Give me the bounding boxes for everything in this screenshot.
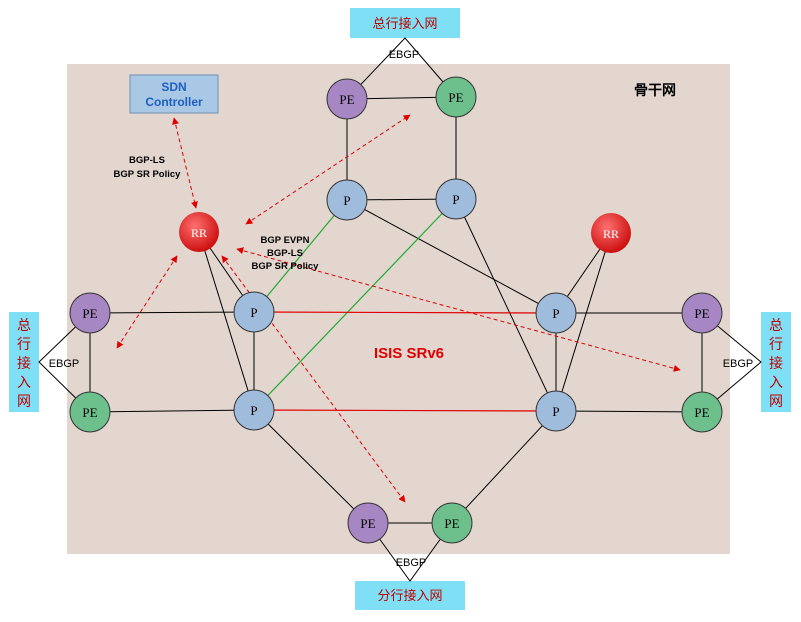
sdn-line2: Controller: [145, 95, 203, 109]
rr-link-label-3: BGP SR Policy: [252, 261, 320, 272]
pe-node-top-right: PE: [435, 76, 477, 118]
pe-node-bottom-right: PE: [431, 502, 473, 544]
svg-text:PE: PE: [694, 306, 709, 321]
svg-text:RR: RR: [191, 226, 207, 240]
ebgp-left-label: EBGP: [49, 358, 80, 370]
access-top-label: 总行接入网: [372, 16, 437, 32]
sdn-link-label-2: BGP SR Policy: [114, 169, 182, 180]
ebgp-top-label: EBGP: [389, 49, 420, 61]
pe-node-right-top: PE: [681, 292, 723, 334]
rr-node-right: RR: [591, 213, 631, 253]
svg-text:PE: PE: [448, 90, 463, 105]
svg-text:PE: PE: [339, 92, 354, 107]
svg-text:P: P: [343, 193, 350, 208]
svg-text:P: P: [250, 403, 257, 418]
access-bottom-label: 分行接入网: [377, 588, 442, 604]
ebgp-right-label: EBGP: [723, 358, 754, 370]
pe-node-left-bottom: PE: [69, 391, 111, 433]
svg-text:PE: PE: [360, 516, 375, 531]
rr-node-left: RR: [179, 212, 219, 252]
ebgp-bottom-label: EBGP: [396, 557, 427, 569]
p-node-top-left: P: [326, 179, 368, 221]
p-node-mid-right-bottom: P: [535, 390, 577, 432]
pe-node-top-left: PE: [326, 78, 368, 120]
sdn-controller: SDN Controller: [129, 74, 219, 114]
sdn-link-label-1: BGP-LS: [129, 155, 165, 166]
svg-text:P: P: [452, 192, 459, 207]
pe-node-right-bottom: PE: [681, 391, 723, 433]
svg-text:P: P: [552, 306, 559, 321]
access-box-top: 总行接入网: [350, 8, 460, 38]
svg-text:PE: PE: [694, 405, 709, 420]
pe-node-left-top: PE: [69, 292, 111, 334]
svg-text:RR: RR: [603, 227, 619, 241]
access-box-left: 总行接入网: [9, 312, 39, 412]
isis-srv6-label: ISIS SRv6: [374, 345, 444, 362]
ebgp-links: [38, 37, 762, 582]
svg-text:P: P: [552, 404, 559, 419]
rr-link-label-1: BGP EVPN: [261, 235, 310, 246]
rr-link-label-2: BGP-LS: [267, 248, 303, 259]
p-node-mid-right-top: P: [535, 292, 577, 334]
access-box-right: 总行接入网: [761, 312, 791, 412]
access-left-label: 总行接入网: [17, 318, 31, 410]
svg-text:P: P: [250, 305, 257, 320]
backbone-title: 骨干网: [634, 82, 676, 99]
p-node-mid-left-bottom: P: [233, 389, 275, 431]
p-node-mid-left-top: P: [233, 291, 275, 333]
svg-text:PE: PE: [82, 405, 97, 420]
svg-text:PE: PE: [444, 516, 459, 531]
access-right-label: 总行接入网: [769, 318, 783, 410]
sdn-line1: SDN: [161, 80, 186, 94]
svg-text:PE: PE: [82, 306, 97, 321]
access-box-bottom: 分行接入网: [355, 581, 465, 610]
p-node-top-right: P: [435, 178, 477, 220]
pe-node-bottom-left: PE: [347, 502, 389, 544]
backbone-area: [67, 64, 730, 554]
